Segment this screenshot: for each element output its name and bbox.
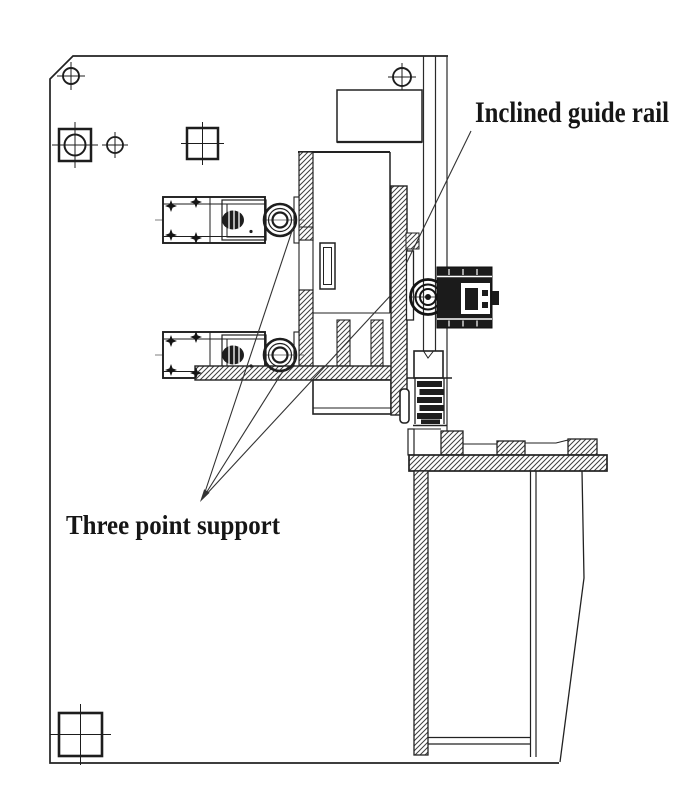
drive-motor-unit	[409, 266, 499, 329]
support-bar	[194, 365, 393, 415]
table-slant-edge	[559, 470, 585, 763]
mounting-hole-symbols	[50, 62, 416, 765]
square-bolt-icon	[52, 122, 98, 168]
label-three-point-support: Three point support	[66, 510, 280, 540]
bottom-square-pad-icon	[50, 704, 111, 765]
leader-support-2	[202, 370, 284, 499]
upper-slider-unit	[155, 196, 314, 244]
cam-knob	[222, 210, 244, 230]
table-leg	[413, 470, 429, 756]
square-pad-icon	[181, 122, 224, 165]
top-right-bolt-icon	[388, 63, 416, 91]
spring-damper	[399, 350, 452, 427]
corner-bolt-icon	[57, 62, 85, 90]
support-roller-bottom	[262, 337, 298, 373]
bolt-star-icons	[165, 331, 202, 379]
carriage-assembly	[298, 151, 391, 367]
leader-support-1	[202, 227, 294, 499]
cam-knob	[222, 345, 244, 365]
support-roller-top	[262, 202, 298, 238]
label-inclined-guide-rail: Inclined guide rail	[475, 96, 669, 129]
base-plate	[49, 55, 559, 764]
leader-lines	[200, 130, 472, 502]
small-bolt-icon	[102, 132, 128, 158]
leader-inclined-rail	[405, 130, 472, 265]
spring-coils	[417, 381, 444, 424]
inclined-rail-bar	[390, 185, 420, 416]
top-bracket	[336, 89, 423, 144]
leader-arrow	[200, 489, 210, 502]
worktable-bracket	[407, 428, 608, 763]
lower-slider-overlay	[165, 331, 298, 379]
motor-shaft-stub	[492, 291, 499, 305]
table-plate	[408, 454, 608, 472]
leader-support-3	[202, 294, 392, 499]
bolt-star-icons	[165, 196, 202, 244]
